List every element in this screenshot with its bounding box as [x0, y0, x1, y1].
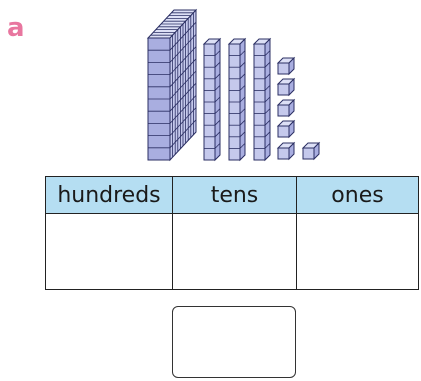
ones-cube: [276, 141, 296, 161]
tens-rod: [227, 37, 247, 162]
tens-rod: [252, 37, 272, 162]
tens-rod: [202, 37, 222, 162]
ones-cube: [276, 56, 296, 76]
answer-box[interactable]: [172, 306, 296, 378]
base-ten-blocks: [146, 8, 321, 162]
cell-tens[interactable]: [173, 214, 297, 289]
ones-cube: [276, 119, 296, 139]
ones-cube: [301, 141, 321, 161]
header-hundreds: hundreds: [46, 177, 173, 214]
ones-cube: [276, 77, 296, 97]
place-value-table: hundreds tens ones: [45, 176, 419, 290]
cell-hundreds[interactable]: [46, 214, 173, 289]
question-label: a: [7, 13, 25, 43]
ones-cube: [276, 98, 296, 118]
header-ones: ones: [297, 177, 418, 214]
hundreds-flat: [146, 8, 198, 162]
header-tens: tens: [173, 177, 297, 214]
cell-ones[interactable]: [297, 214, 418, 289]
